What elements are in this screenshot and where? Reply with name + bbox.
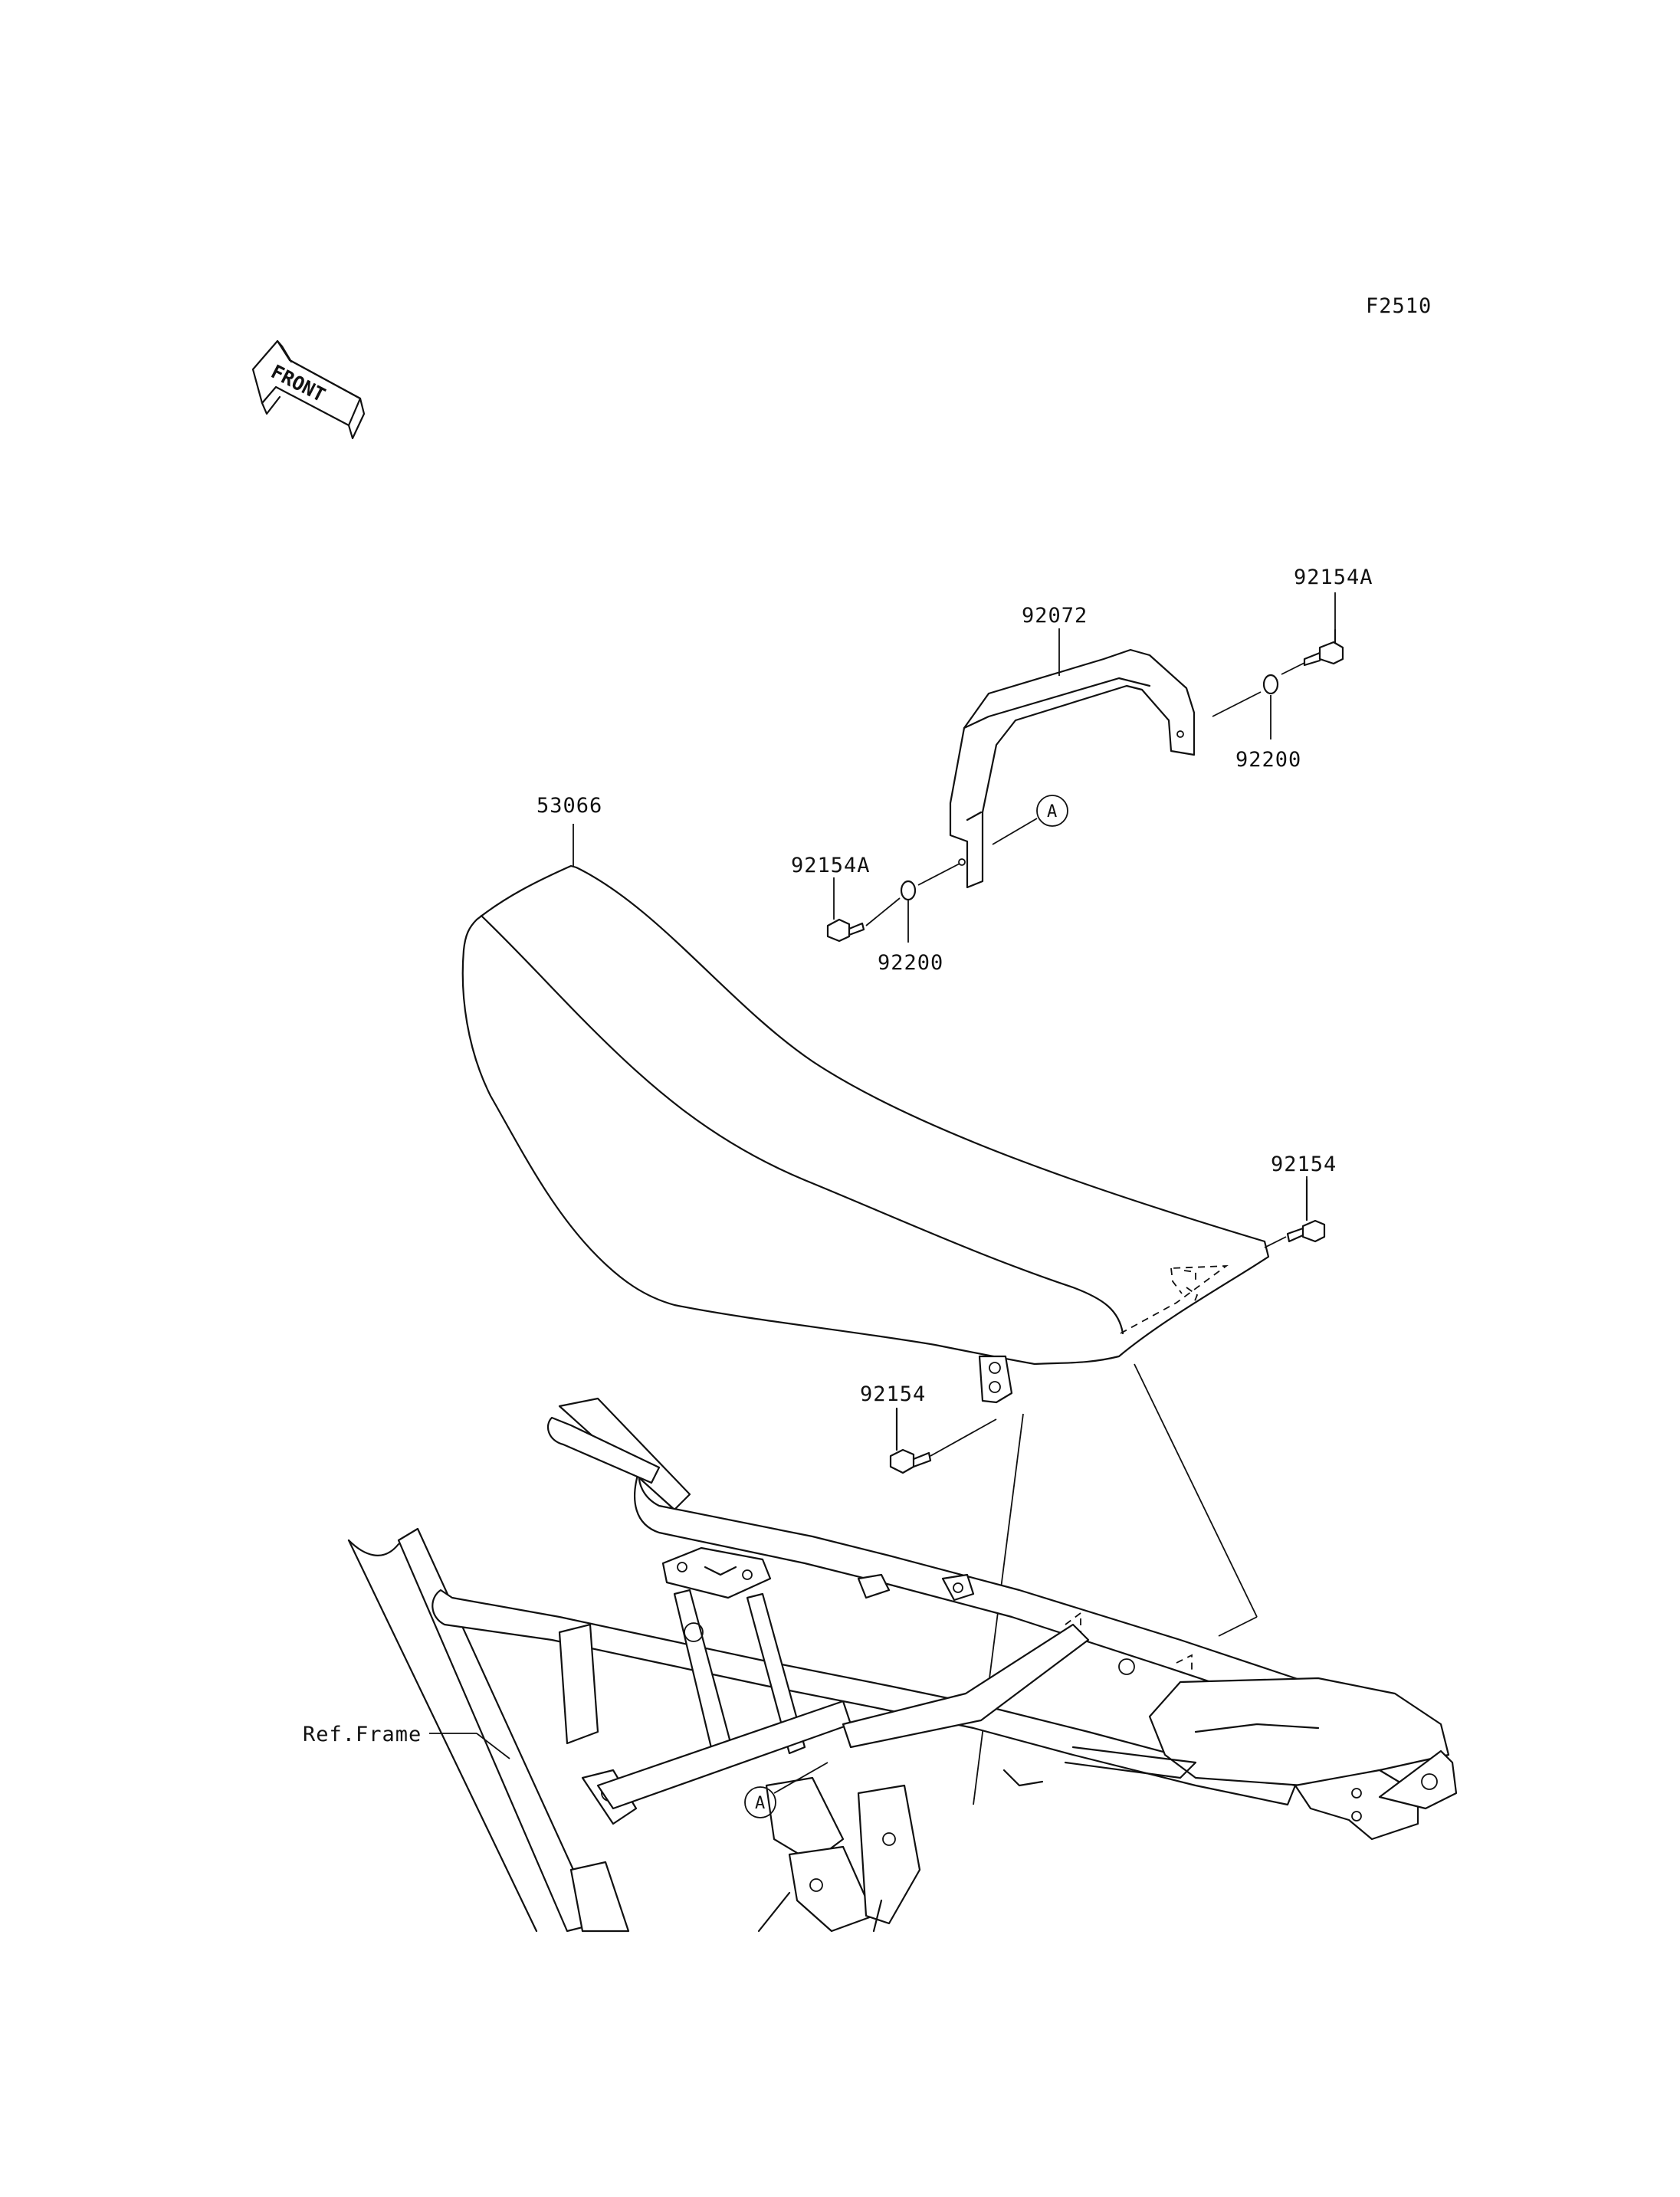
connector-a-upper: A: [992, 795, 1068, 845]
ref-frame-leader-2: [476, 1733, 510, 1759]
figure-code: F2510: [1366, 294, 1432, 318]
label-ref-frame: Ref.Frame: [303, 1723, 422, 1746]
front-arrow-icon: FRONT: [251, 339, 366, 440]
label-92154A-right: 92154A: [1294, 566, 1373, 589]
bolt-seat-rear-drawing: [1264, 1179, 1326, 1248]
frame-drawing: [347, 1397, 1458, 1933]
svg-text:A: A: [755, 1794, 765, 1813]
label-92200-left: 92200: [878, 951, 943, 975]
bolt-upper-right-drawing: [1212, 628, 1344, 717]
svg-text:A: A: [1047, 802, 1057, 821]
grab-bar-drawing: [949, 648, 1196, 889]
label-92072: 92072: [1022, 604, 1088, 628]
label-92200-right: 92200: [1235, 748, 1301, 772]
seat-guide-line-3: [1218, 1616, 1258, 1637]
label-92154A-left: 92154A: [791, 854, 871, 877]
label-92154-lower: 92154: [860, 1382, 926, 1406]
label-53066: 53066: [536, 794, 602, 818]
label-92154-rear: 92154: [1271, 1153, 1337, 1176]
seat-guide-line-2: [1134, 1363, 1258, 1618]
bolt-upper-left-drawing: [826, 863, 960, 943]
connector-a-lower: A: [744, 1762, 829, 1818]
seat-drawing: [461, 864, 1270, 1404]
bolt-seat-lower-drawing: [889, 1407, 997, 1474]
